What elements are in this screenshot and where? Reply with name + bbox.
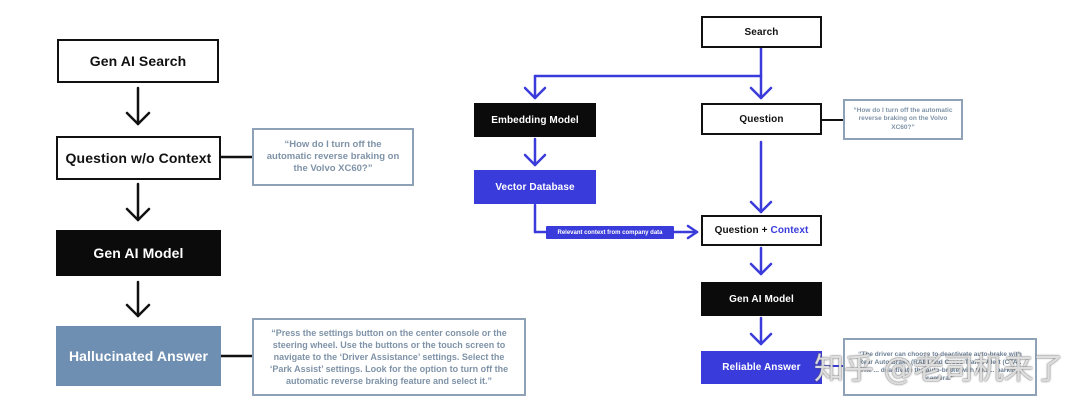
reliable-answer-note-text: “The driver can choose to deactivate aut… xyxy=(858,350,1022,383)
reliable-answer-note: “The driver can choose to deactivate aut… xyxy=(843,338,1037,396)
hallucinated-answer-label: Hallucinated Answer xyxy=(68,348,209,364)
hallucinated-answer-node: Hallucinated Answer xyxy=(56,326,221,386)
right-question-down-arrow xyxy=(749,140,773,214)
question-without-context-label: Question w/o Context xyxy=(65,150,212,166)
vector-database-label: Vector Database xyxy=(495,181,575,193)
question-node: Question xyxy=(701,103,822,135)
relevant-context-tag: Relevant context from company data xyxy=(546,226,674,239)
right-question-note: “How do I turn off the automatic reverse… xyxy=(843,99,963,140)
left-question-note: “How do I turn off the automatic reverse… xyxy=(252,128,414,186)
reliable-answer-node: Reliable Answer xyxy=(701,351,822,384)
right-embedding-arrow xyxy=(523,137,547,167)
left-question-note-text: “How do I turn off the automatic reverse… xyxy=(266,139,400,174)
right-gen-ai-model-label: Gen AI Model xyxy=(729,293,794,305)
left-arrow-2 xyxy=(125,182,151,222)
embedding-model-label: Embedding Model xyxy=(491,114,579,126)
search-label: Search xyxy=(744,26,779,38)
question-without-context-node: Question w/o Context xyxy=(56,136,221,180)
left-gen-ai-model-label: Gen AI Model xyxy=(93,245,184,261)
right-answer-arrow xyxy=(749,316,773,346)
context-accent-label: Context xyxy=(770,225,809,236)
right-model-arrow xyxy=(749,246,773,276)
question-plus-context-node: Question + Context xyxy=(701,215,822,246)
watermark-text: 知乎 @老司机来了 xyxy=(814,352,1064,387)
relevant-context-tag-text: Relevant context from company data xyxy=(557,229,663,236)
question-plus-label: Question + xyxy=(714,225,768,236)
vector-database-node: Vector Database xyxy=(474,170,596,204)
embedding-model-node: Embedding Model xyxy=(474,103,596,137)
reliable-answer-label: Reliable Answer xyxy=(722,362,801,373)
gen-ai-search-label: Gen AI Search xyxy=(89,53,187,69)
question-label: Question xyxy=(739,113,784,125)
hallucinated-answer-note: “Press the settings button on the center… xyxy=(252,318,526,396)
left-arrow-1 xyxy=(125,86,151,126)
left-gen-ai-model-node: Gen AI Model xyxy=(56,230,221,276)
search-node: Search xyxy=(701,16,822,48)
right-question-note-text: “How do I turn off the automatic reverse… xyxy=(853,107,953,131)
right-gen-ai-model-node: Gen AI Model xyxy=(701,282,822,316)
left-arrow-3 xyxy=(125,280,151,318)
hallucinated-answer-note-text: “Press the settings button on the center… xyxy=(269,327,509,387)
gen-ai-search-node: Gen AI Search xyxy=(57,39,219,83)
right-search-split-connector xyxy=(523,46,773,100)
